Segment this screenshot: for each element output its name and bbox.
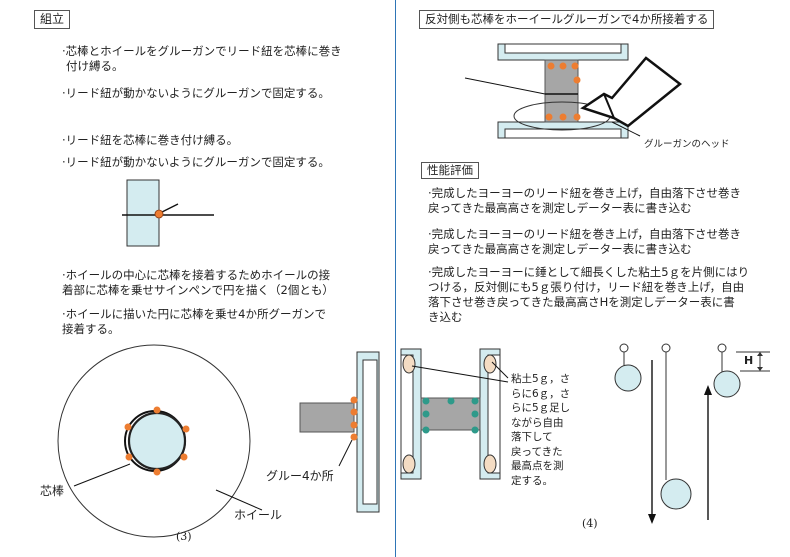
clay-weight — [483, 454, 497, 474]
core-rod-side — [299, 402, 355, 433]
yoyo-start — [614, 364, 642, 392]
step4-text: ·リード紐が動かないようにグルーガンで固定する。 — [62, 155, 330, 169]
step5-line2: 着部に芯棒を乗せサインペンで円を描く（2個とも） — [62, 283, 334, 297]
clay-note-line: 戻ってきた — [511, 445, 563, 458]
evaluation-heading: 性能評価 — [421, 162, 479, 179]
glue-dot — [573, 76, 581, 84]
figure-caption-4: (4) — [582, 517, 598, 530]
step6-line1: ·ホイールに描いた円に芯棒を乗せ4か所グーガンで — [62, 307, 326, 321]
glue-dot — [350, 421, 358, 429]
glue-dot-teal — [447, 397, 455, 405]
figure-caption-3: (3) — [176, 530, 192, 543]
opposite-side-heading: 反対側も芯棒をホーイールグルーガンで4か所接着する — [419, 10, 715, 29]
glue-dot — [547, 62, 555, 70]
eval1-line1: ·完成したヨーヨーのリード紐を巻き上げ，自由落下させ巻き — [428, 186, 742, 200]
clay-weight — [402, 354, 416, 374]
glue-dot — [559, 62, 567, 70]
clay-weight — [483, 354, 497, 374]
drop-arrow-head — [648, 514, 656, 524]
glue-dot — [350, 408, 358, 416]
clay-pointer-line — [411, 365, 509, 383]
glue-dot — [350, 396, 358, 404]
eval2-line2: 戻ってきた最高高さを測定しデーター表に書き込む — [428, 242, 692, 256]
clay-note-line: らに5ｇ足し — [511, 402, 571, 414]
glue-dot — [153, 468, 161, 476]
eval3-line3: 落下させ巻き戻ってきた最高高さHを測定しデーター表に書 — [428, 295, 735, 309]
core-label: 芯棒 — [40, 484, 65, 498]
step5-line1: ·ホイールの中心に芯棒を接着するためホイールの接 — [62, 268, 331, 282]
step1-line2: 付け縛る。 — [66, 59, 124, 73]
step3-text: ·リード紐を芯棒に巻き付け縛る。 — [62, 133, 239, 147]
glue-gun-line — [603, 93, 615, 119]
clay-note-line: 定する。 — [511, 474, 553, 487]
height-label: H — [744, 354, 754, 367]
clay-note-line: 粘土5ｇ，さ — [511, 373, 571, 385]
eval1-line2: 戻ってきた最高高さを測定しデーター表に書き込む — [428, 201, 692, 215]
clay-note-line: ながら自由 — [511, 416, 564, 429]
glue-dot-teal — [422, 426, 430, 434]
clay-weight — [402, 454, 416, 474]
return-arrow-head — [704, 385, 712, 395]
glue-dot — [559, 113, 567, 121]
wheel-right-inner — [487, 354, 501, 474]
glue-dot — [571, 62, 579, 70]
eval3-line4: き込む — [428, 310, 463, 324]
height-arrow-head — [757, 352, 763, 356]
glue-gun-head — [580, 56, 683, 128]
eval3-line2: つける，反対側にも5ｇ張り付け，リード紐を巻き上げ，自由 — [428, 280, 745, 294]
step2-text: ·リード紐が動かないようにグルーガンで固定する。 — [62, 86, 330, 100]
wheel-top-inner — [504, 43, 622, 54]
gun-head-label: グルーガンのヘッド — [644, 139, 730, 150]
lead-string — [464, 77, 546, 95]
column-divider — [395, 0, 396, 557]
glue-label: グルー4か所 — [266, 469, 334, 483]
glue-pointer-line — [338, 439, 353, 467]
glue-dot-teal — [422, 410, 430, 418]
glue-dot — [154, 209, 164, 219]
wheel-bottom-inner — [504, 128, 622, 139]
glue-dot — [545, 113, 553, 121]
pivot-ring — [619, 343, 629, 353]
glue-dot — [153, 406, 161, 414]
glue-dot — [573, 113, 581, 121]
lead-string-tail — [159, 203, 179, 214]
pivot-ring — [661, 343, 671, 353]
step1-line1: ·芯棒とホイールをグルーガンでリード紐を芯棒に巻き — [62, 44, 342, 58]
wheel-label: ホイール — [234, 508, 283, 522]
glue-dot — [125, 453, 133, 461]
yoyo-return — [713, 370, 741, 398]
clay-note: 粘土5ｇ，さらに6ｇ，さらに5ｇ足しながら自由落下して戻ってきた最高点を測定する… — [511, 372, 570, 488]
left-diagrams — [57, 179, 380, 538]
eval2-line1: ·完成したヨーヨーのリード紐を巻き上げ，自由落下させ巻き — [428, 227, 742, 241]
yoyo-bottom — [660, 478, 692, 510]
clay-note-line: 落下して — [511, 431, 553, 443]
glue-dot-teal — [471, 426, 479, 434]
glue-dot-teal — [422, 397, 430, 405]
glue-dot — [124, 423, 132, 431]
core-rod — [544, 59, 579, 123]
glue-dot — [350, 433, 358, 441]
glue-dot — [182, 425, 190, 433]
clay-pointer-line — [491, 361, 509, 379]
core-rod-small — [126, 179, 160, 247]
wheel-pointer-line — [215, 489, 263, 511]
assembly-heading: 組立 — [34, 10, 71, 29]
glue-dot-teal — [471, 397, 479, 405]
eval3-line1: ·完成したヨーヨーに錘として細長くした粘土5ｇを片側にはり — [428, 265, 750, 279]
wheel-side-inner — [362, 359, 378, 505]
step6-line2: 接着する。 — [62, 322, 120, 336]
gun-head-pointer-line — [611, 121, 641, 137]
core-pointer-line — [73, 463, 131, 487]
clay-note-line: 最高点を測 — [511, 460, 564, 472]
height-arrow-head — [757, 367, 763, 371]
pivot-ring — [717, 343, 727, 353]
clay-note-line: らに6ｇ，さ — [511, 387, 571, 400]
glue-dot — [180, 453, 188, 461]
glue-dot-teal — [471, 410, 479, 418]
